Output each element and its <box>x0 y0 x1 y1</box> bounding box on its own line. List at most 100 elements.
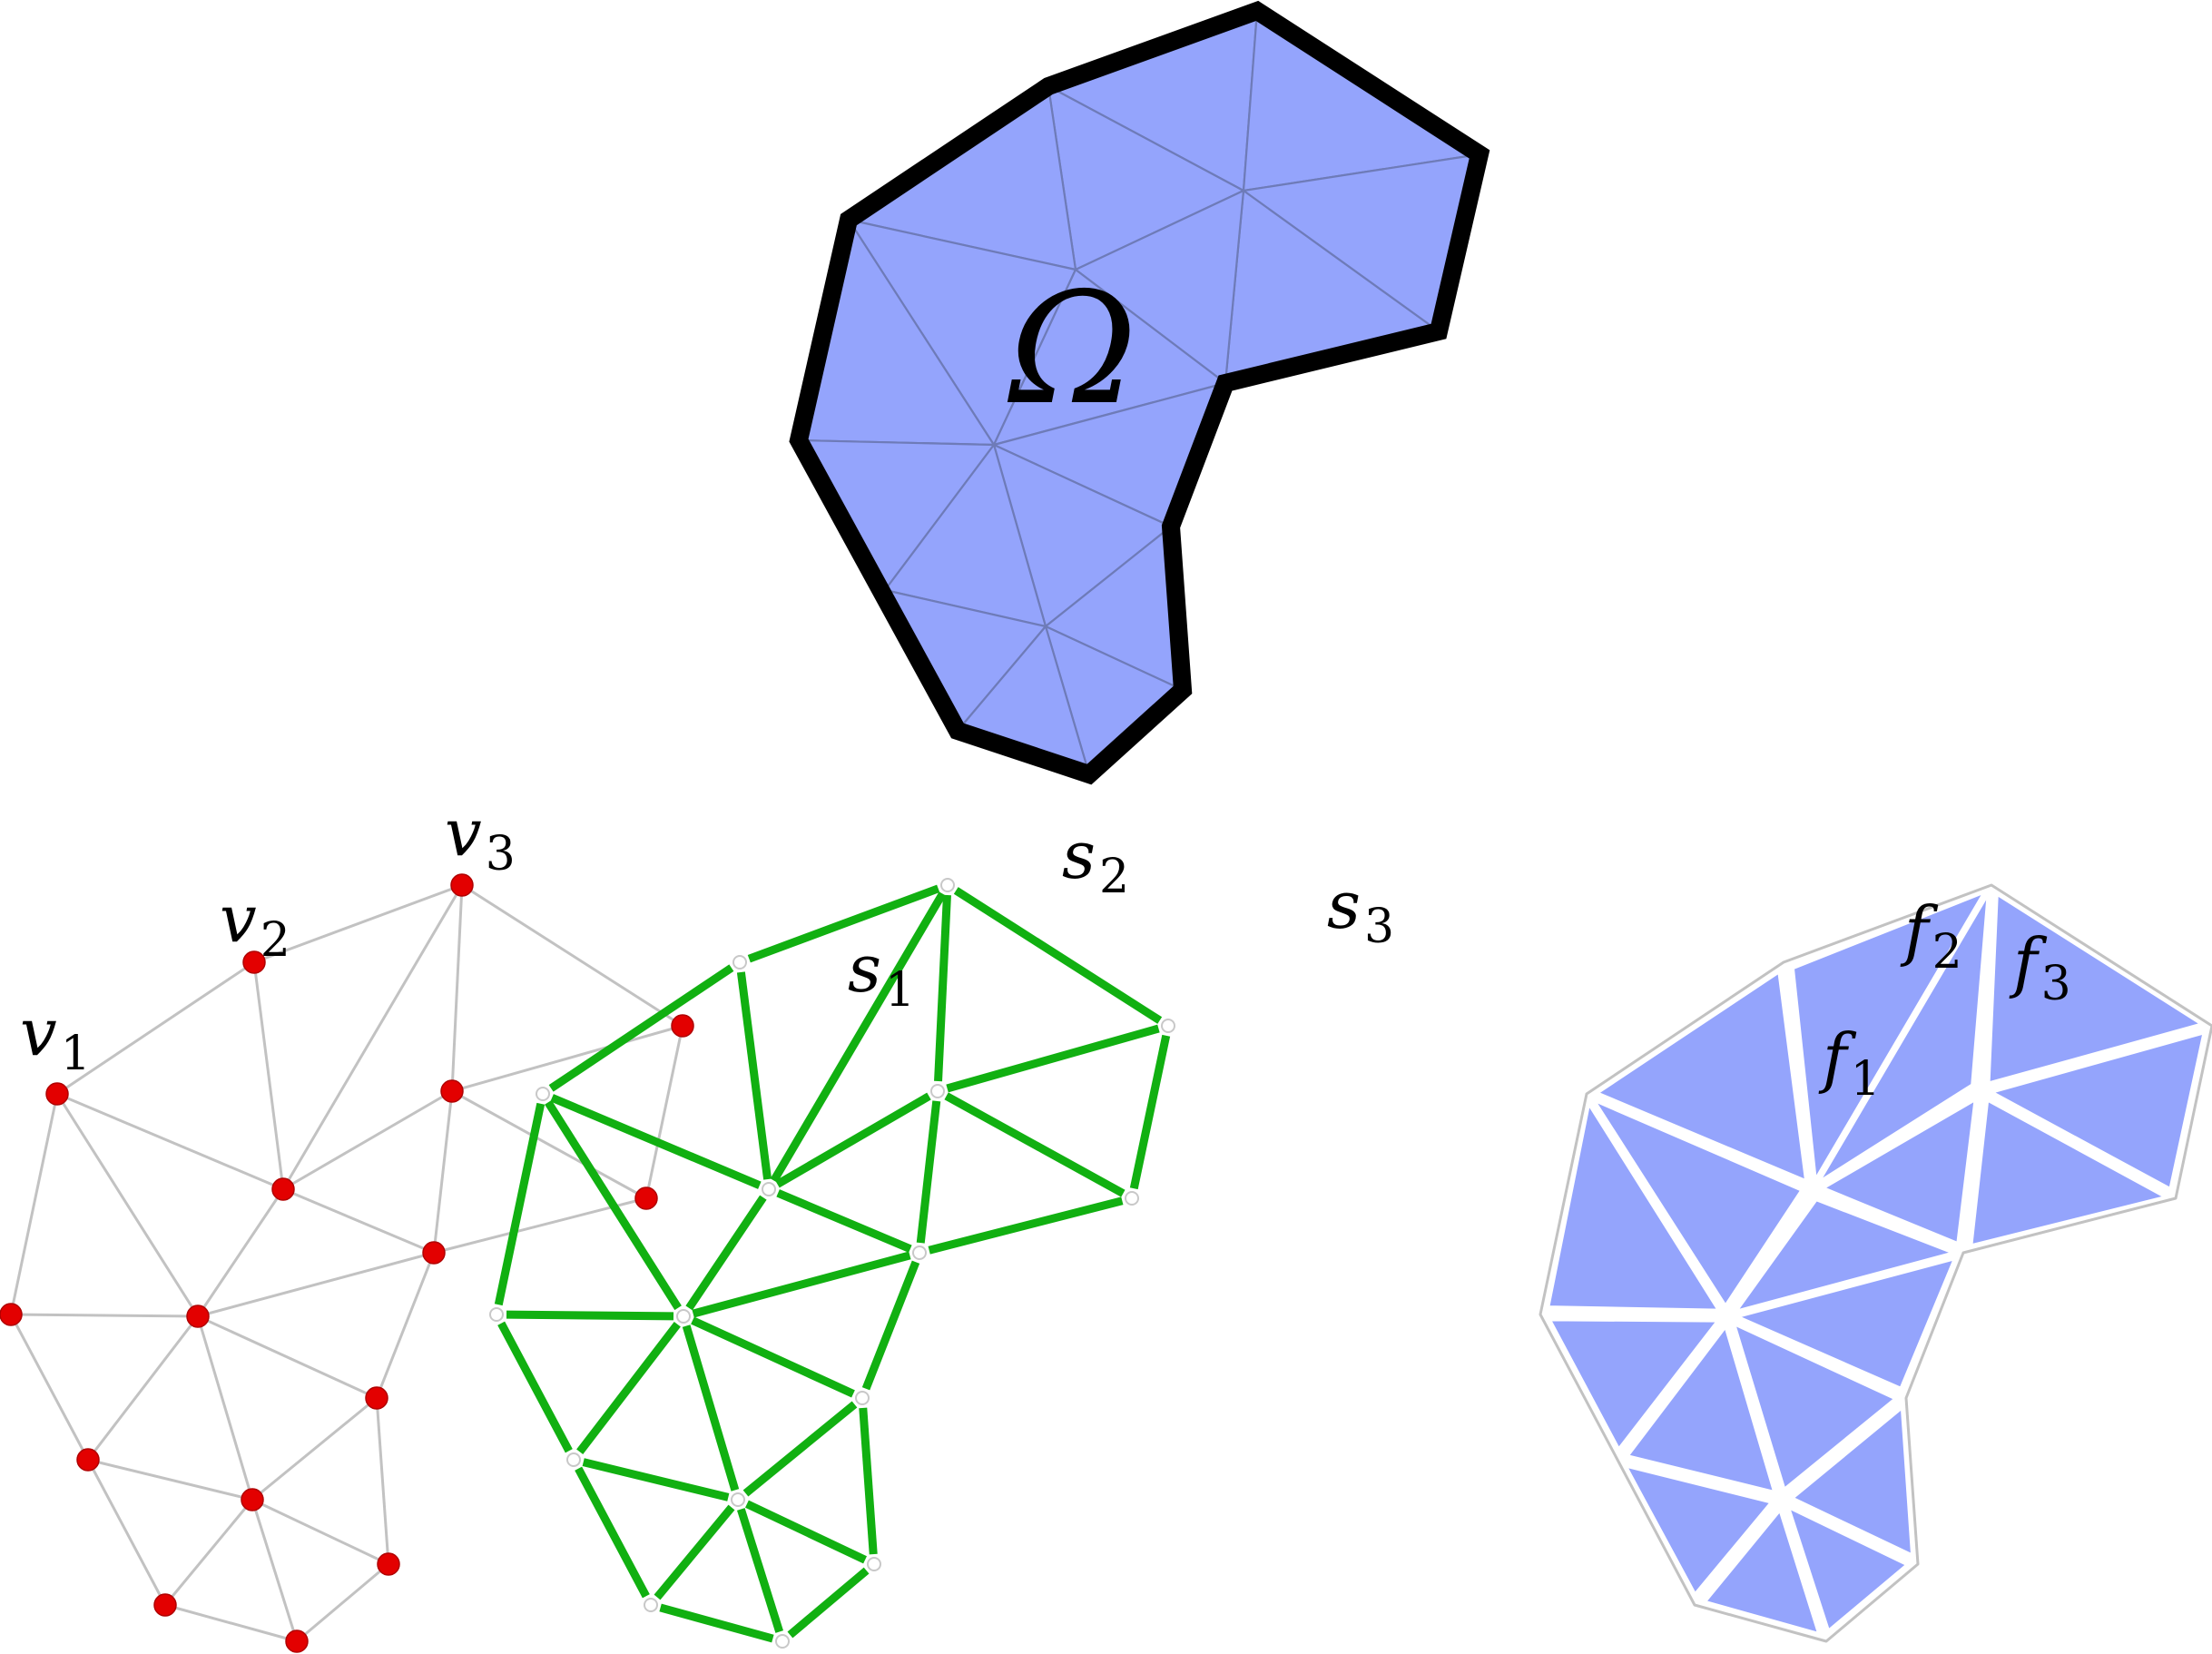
edge-label-s1: s1 <box>848 930 915 1018</box>
graph-edge <box>196 1188 285 1317</box>
graph-edge <box>282 1089 453 1191</box>
edge-label-s3: s3 <box>1327 867 1394 954</box>
mesh-segment <box>682 1324 740 1492</box>
graph-edge <box>86 1459 167 1606</box>
mesh-segment <box>692 1251 911 1318</box>
mesh-segment <box>861 1260 920 1391</box>
mesh-vertex <box>422 1241 446 1265</box>
vertex-label-v3: v3 <box>445 794 516 881</box>
graph-edge <box>164 1603 298 1643</box>
mesh-segment <box>944 1092 1126 1197</box>
mesh-face <box>1734 1324 1896 1490</box>
segment-joint <box>644 1598 658 1612</box>
graph-edge <box>163 1499 254 1606</box>
graph-edge <box>251 1498 389 1566</box>
mesh-face <box>1737 1258 1955 1389</box>
mesh-vertex <box>671 1014 694 1038</box>
mesh-face <box>1792 1407 1912 1556</box>
mesh-segment <box>550 1094 762 1189</box>
graph-edge <box>375 1252 436 1399</box>
mesh-vertex <box>153 1593 177 1617</box>
mesh-face <box>1971 1099 2166 1246</box>
graph-edge <box>451 1024 683 1093</box>
graph-edge <box>281 884 464 1190</box>
graph-edge <box>56 1092 284 1191</box>
graph-edge <box>196 1315 254 1501</box>
faces-outline <box>1539 883 2212 1643</box>
segment-joint <box>536 1087 550 1101</box>
mesh-vertex <box>450 873 474 897</box>
mesh-face <box>1594 1100 1803 1306</box>
segment-joint <box>940 878 955 892</box>
face-label-f3: f3 <box>2009 924 2071 1011</box>
segment-joint <box>676 1309 691 1324</box>
graph-edge <box>197 1251 435 1318</box>
segment-joint <box>855 1391 870 1405</box>
mesh-segment <box>859 1407 878 1555</box>
mesh-vertex <box>271 1177 295 1201</box>
mesh-segment <box>953 887 1163 1024</box>
graph-edge <box>253 883 463 964</box>
segment-joint <box>867 1557 881 1571</box>
mesh-segment <box>575 1466 650 1599</box>
mesh-segment <box>776 1189 912 1253</box>
mesh-vertex <box>634 1186 658 1210</box>
mesh-segment <box>576 1321 681 1455</box>
mesh-segment <box>548 964 734 1092</box>
mesh-segment <box>545 1099 682 1311</box>
vertex-label-v1: v1 <box>20 994 91 1081</box>
graph-edge <box>252 961 285 1190</box>
graph-edge <box>55 1093 200 1317</box>
mesh-face <box>1819 895 1989 1182</box>
graph-edge <box>644 1025 684 1199</box>
mesh-face <box>1988 894 2202 1084</box>
segment-joint <box>912 1245 927 1260</box>
mesh-segment <box>685 1195 767 1311</box>
mesh-vertex <box>242 950 266 974</box>
graph-edge <box>251 1499 299 1642</box>
mesh-vertex <box>440 1079 464 1103</box>
mesh-segment <box>946 1024 1160 1093</box>
mesh-segment <box>745 1500 867 1564</box>
mesh-segment <box>506 1310 674 1321</box>
mesh-segment <box>691 1316 855 1398</box>
domain-boundary <box>789 0 1490 785</box>
graph-edge <box>10 1313 199 1318</box>
mesh-face <box>1823 1099 1976 1244</box>
edge-label-s2: s2 <box>1062 817 1129 904</box>
graph-edge <box>296 1562 389 1643</box>
graph-edge <box>451 1089 647 1200</box>
mesh-segment <box>659 1603 774 1643</box>
domain-panel <box>789 0 1490 785</box>
face-label-f2: f2 <box>1900 892 1962 980</box>
graph-edge <box>197 1314 378 1400</box>
graph-edge <box>432 1090 454 1254</box>
graph-edge <box>9 1093 59 1315</box>
segment-joint <box>930 1084 945 1098</box>
mesh-face <box>1626 1465 1772 1595</box>
segment-joint <box>566 1452 581 1467</box>
mesh-segment <box>747 884 940 963</box>
graph-edge <box>461 883 683 1028</box>
mesh-vertex <box>45 1082 69 1106</box>
domain-omega-label: Ω <box>1008 260 1137 439</box>
mesh-segment <box>742 1401 858 1497</box>
mesh-segment <box>775 1092 931 1188</box>
mesh-segment <box>736 971 772 1180</box>
mesh-vertex <box>377 1552 400 1576</box>
faces-panel <box>1539 883 2212 1643</box>
graph-edge <box>282 1187 435 1255</box>
graph-edge <box>450 884 464 1092</box>
mesh-segment <box>928 1196 1124 1255</box>
mesh-segment <box>494 1102 546 1306</box>
graph-edge <box>87 1458 253 1501</box>
mesh-segment <box>1129 1034 1171 1190</box>
edges-panel <box>489 878 1175 1649</box>
mesh-segment <box>654 1504 735 1600</box>
mesh-segment <box>582 1458 730 1501</box>
mesh-segment <box>497 1321 573 1453</box>
mesh-segment <box>916 1100 941 1244</box>
graph-edge <box>86 1315 200 1461</box>
mesh-segment <box>737 1508 783 1633</box>
